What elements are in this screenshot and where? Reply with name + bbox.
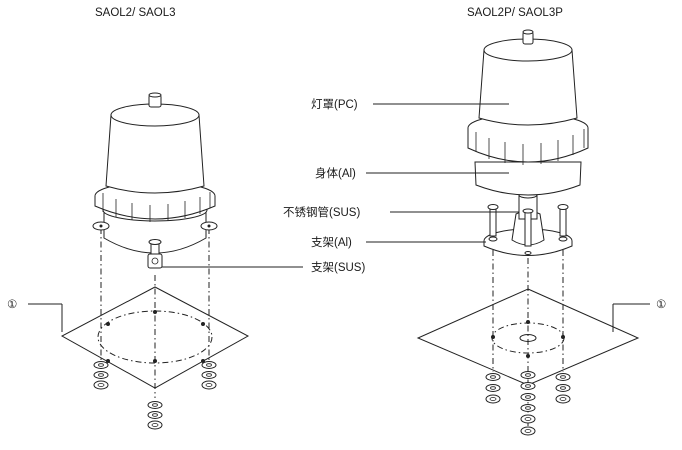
- right-assembly: ①: [416, 29, 666, 436]
- callout-bracket-al: 支架(Al): [311, 236, 352, 249]
- plate-callout-left: ①: [7, 299, 17, 311]
- callout-stainless-pipe: 不锈钢管(SUS): [283, 205, 360, 219]
- right-hardware: [485, 371, 571, 436]
- left-assembly: ①: [7, 92, 250, 430]
- left-bolt-circle: [97, 310, 213, 364]
- callout-bracket-sus: 支架(SUS): [311, 261, 365, 274]
- callout-lampshade: 灯罩(PC): [311, 98, 358, 111]
- part-callouts: 灯罩(PC) 身体(Al) 不锈钢管(SUS) 支架(Al) 支架(SUS): [162, 98, 519, 274]
- callout-body: 身体(Al): [315, 166, 356, 180]
- left-model-title: SAOL2/ SAOL3: [95, 7, 176, 19]
- right-model-title: SAOL2P/ SAOL3P: [467, 7, 563, 19]
- left-hardware: [93, 361, 217, 430]
- plate-callout-right: ①: [656, 299, 666, 311]
